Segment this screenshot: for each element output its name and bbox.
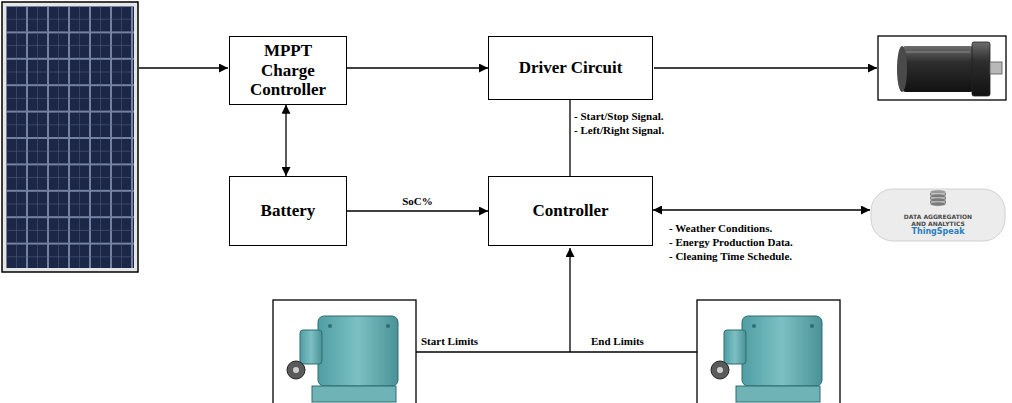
power-arrow [139, 67, 228, 68]
box-label: Battery [261, 201, 316, 221]
connector [285, 105, 286, 176]
limit-switch-picture [697, 300, 840, 403]
limit-wire [416, 351, 697, 352]
process-box: Battery [229, 176, 347, 246]
connector [653, 209, 870, 210]
process-box: Controller [488, 176, 653, 246]
limit-switch-picture [273, 300, 416, 403]
signal-label: - Cleaning Time Schedule. [668, 250, 793, 263]
signal-label: - Weather Conditions. [668, 222, 773, 235]
process-box: Driver Circuit [488, 36, 653, 100]
service-text: ThingSpeak [912, 227, 965, 237]
signal-label: Start Limits [420, 335, 479, 348]
service-text: DATA AGGREGATION AND ANALYTICS [896, 214, 980, 228]
signal-label: End Limits [590, 335, 645, 348]
signal-label: - Start/Stop Signal. [573, 110, 665, 123]
cloud-service: DATA AGGREGATION AND ANALYTICSThingSpeak [870, 188, 1006, 242]
connector [569, 100, 570, 176]
motor-picture [878, 36, 1006, 100]
signal-label: - Energy Production Data. [668, 236, 794, 249]
connector [347, 210, 488, 211]
limit-arrow [569, 248, 570, 352]
edge-label: SoC% [401, 195, 434, 208]
connector [347, 67, 488, 68]
box-label: MPPT Charge Controller [236, 41, 340, 100]
box-label: Driver Circuit [519, 58, 623, 78]
solar-panel [2, 2, 138, 272]
box-label: Controller [532, 201, 608, 221]
signal-label: - Left/Right Signal. [573, 124, 665, 137]
motor-arrow [654, 67, 877, 68]
process-box: MPPT Charge Controller [229, 36, 347, 105]
